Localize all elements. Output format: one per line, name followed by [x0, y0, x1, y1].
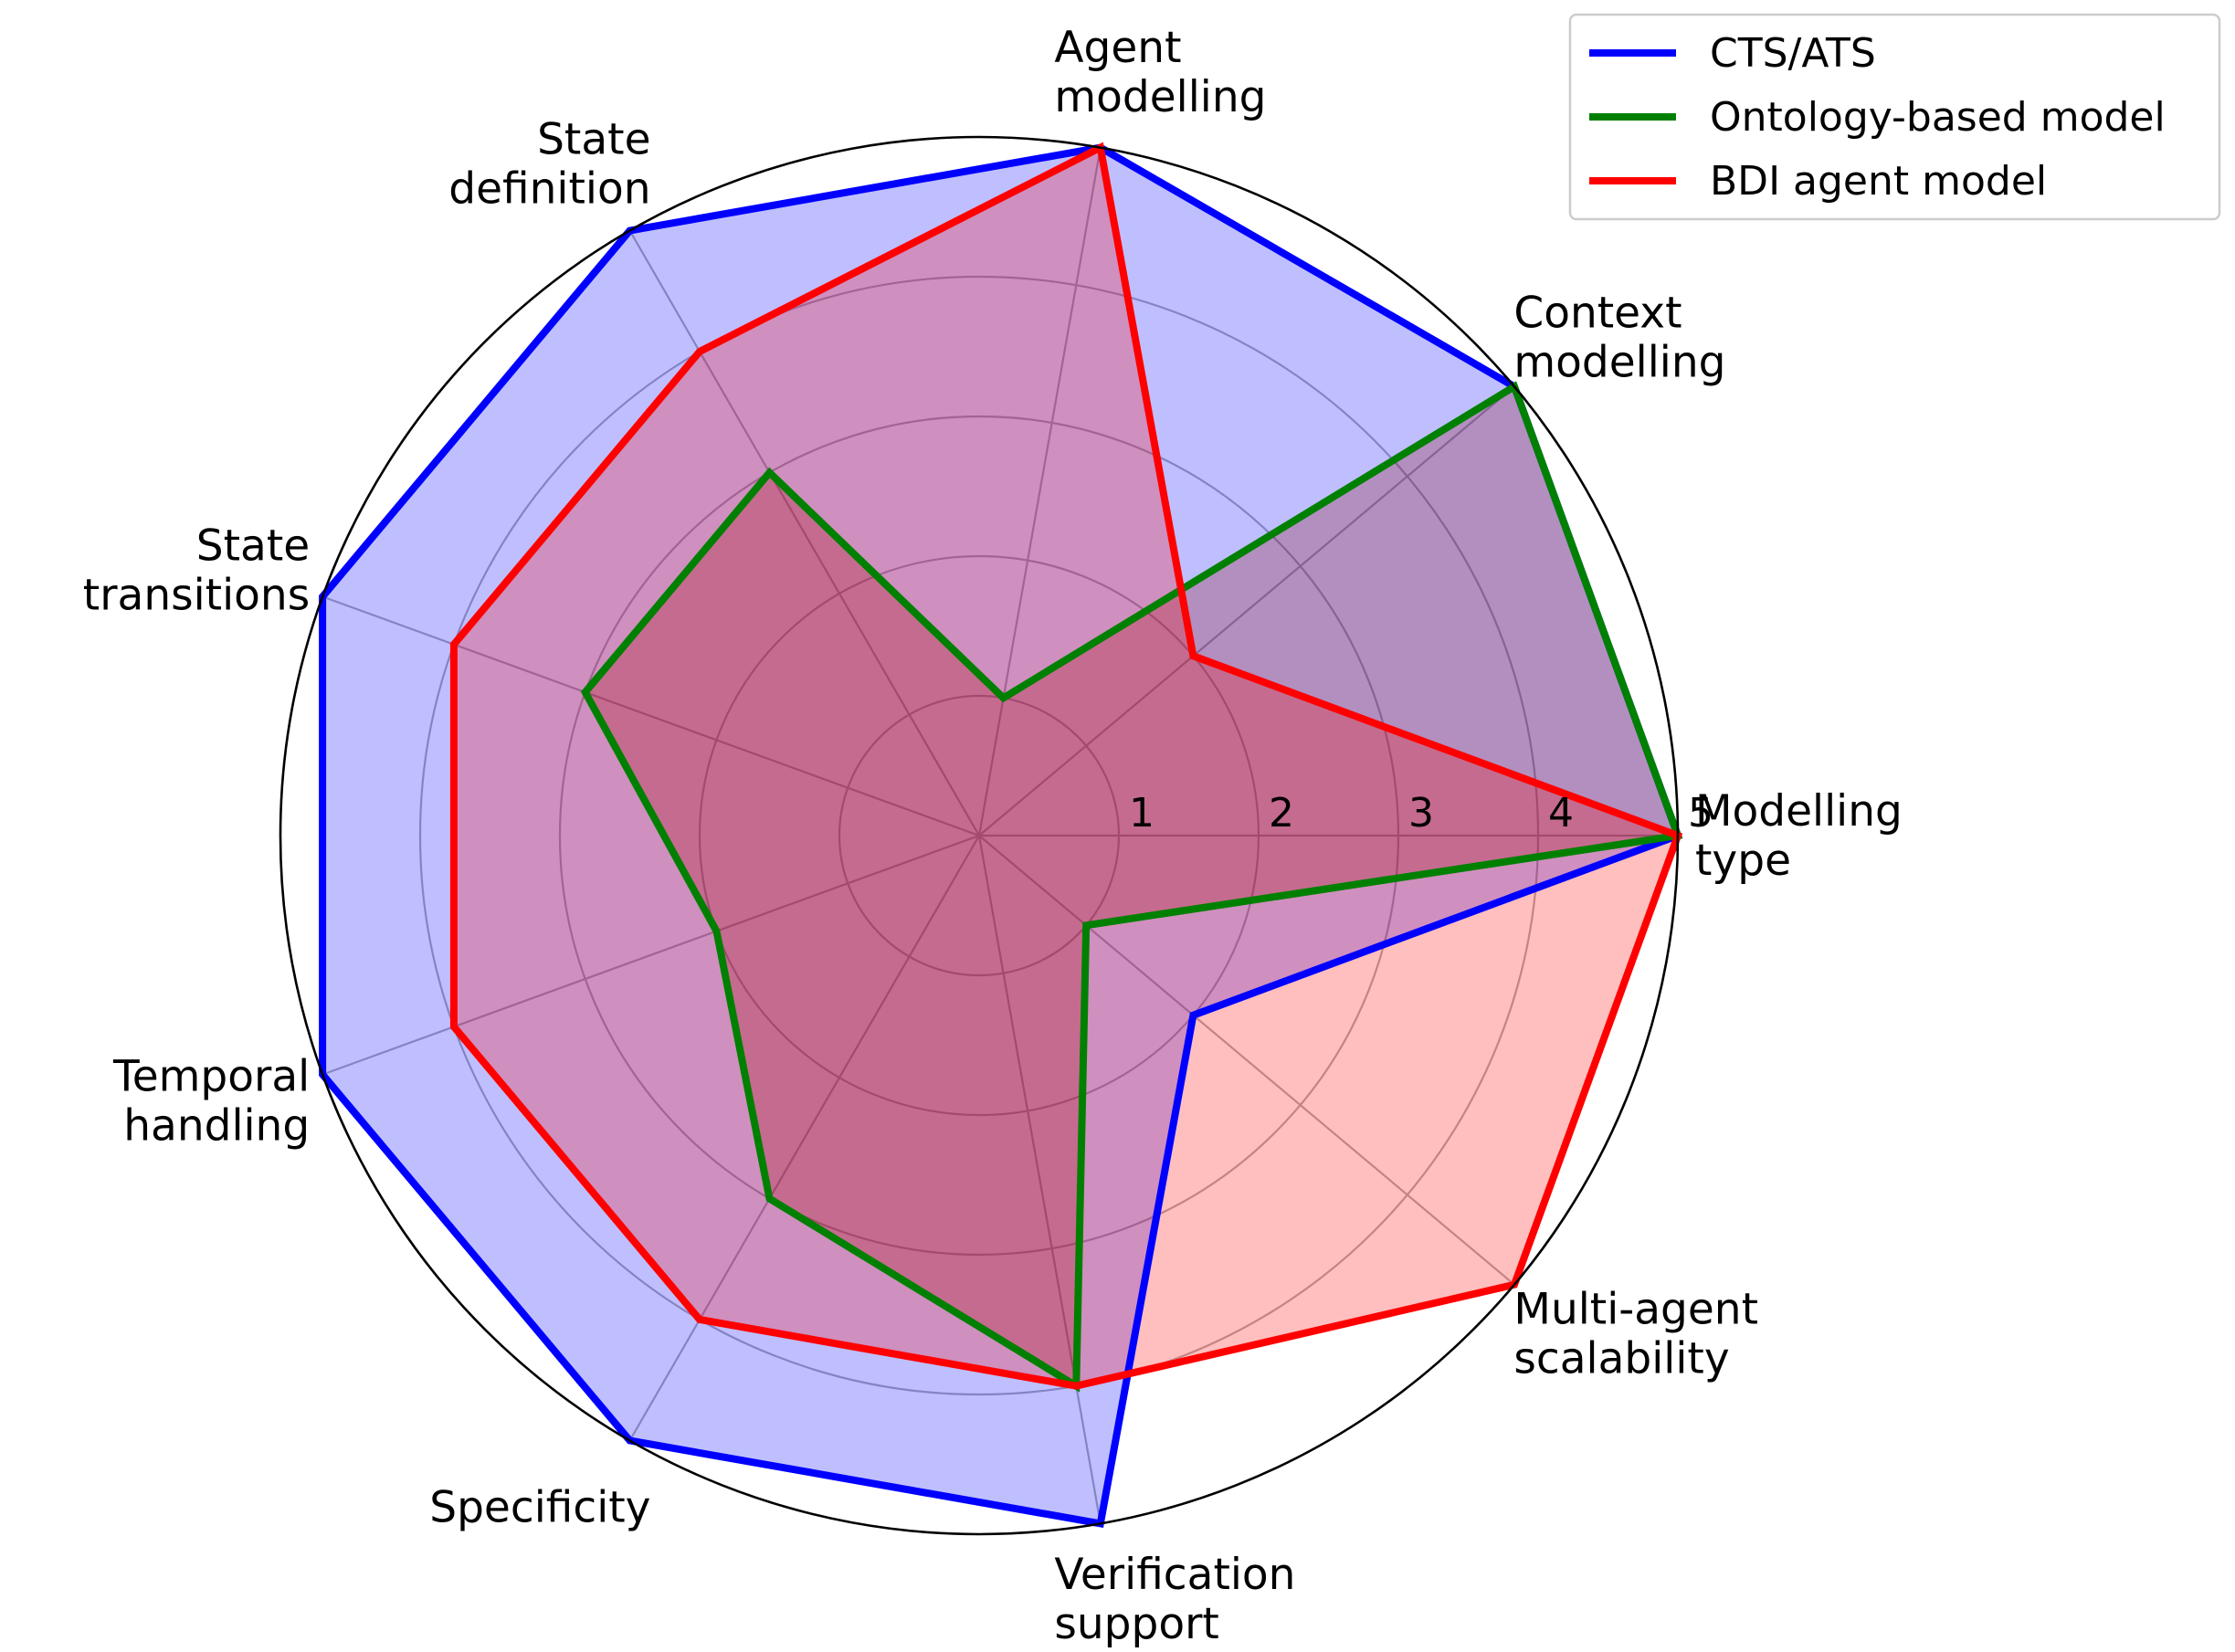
- outer-frame: [279, 135, 1680, 1536]
- axis-label-5-line-2: transitions: [83, 571, 310, 621]
- axis-label-9-line-2: scalability: [1513, 1334, 1729, 1384]
- axis-label-2-line-1: Context: [1513, 288, 1682, 338]
- grid-spoke-4: [628, 229, 980, 837]
- axis-label-8-line-2: support: [1054, 1599, 1218, 1649]
- legend-box: [1568, 13, 2221, 221]
- grid-spoke-3: [977, 147, 1102, 837]
- grid-spoke-5: [322, 595, 980, 837]
- axis-label-3-line-1: Agent: [1054, 23, 1181, 73]
- series-lines: [319, 142, 1683, 1529]
- axis-label-1-line-1: Modelling: [1695, 786, 1903, 837]
- axis-label-5-line-1: State: [196, 521, 310, 572]
- legend-label-1: CTS/ATS: [1710, 30, 1876, 77]
- grid-spoke-7: [628, 835, 980, 1442]
- axis-label-8-line-1: Verification: [1054, 1550, 1295, 1600]
- grid-spoke-6: [322, 834, 980, 1076]
- axis-label-7-line-1: Specificity: [429, 1482, 650, 1532]
- legend-label-2: Ontology-based model: [1710, 94, 2166, 141]
- series-line-3: [449, 142, 1683, 1390]
- axis-label-2-line-2: modelling: [1513, 337, 1725, 387]
- series-line-2: [580, 381, 1683, 1393]
- outer-circle: [279, 135, 1680, 1536]
- tick-label-3: 3: [1408, 790, 1434, 837]
- tick-label-4: 4: [1548, 790, 1574, 837]
- series-line-1: [319, 143, 1683, 1529]
- grid-spoke-9: [978, 835, 1515, 1286]
- axis-label-9-line-1: Multi-agent: [1513, 1285, 1758, 1335]
- tick-label-5: 5: [1688, 790, 1713, 837]
- tick-label-2: 2: [1269, 790, 1294, 837]
- axis-label-7: Specificity: [429, 1482, 650, 1532]
- axis-label-6-line-1: Temporal: [112, 1051, 310, 1101]
- series-fill-2: [585, 386, 1679, 1386]
- tick-label-1: 1: [1129, 790, 1154, 837]
- axis-label-1-line-2: type: [1695, 836, 1791, 886]
- radar-grid: [322, 147, 1678, 1524]
- grid-spoke-2: [978, 385, 1515, 837]
- grid-spoke-8: [977, 835, 1102, 1524]
- axis-label-3-line-2: modelling: [1054, 72, 1266, 122]
- legend-label-3: BDI agent model: [1710, 158, 2047, 205]
- axis-label-6-line-2: handling: [123, 1100, 310, 1151]
- axis-label-4-line-1: State: [537, 115, 650, 165]
- radial-tick-labels: 1 2 3 4 5: [1129, 790, 1713, 837]
- axis-labels: ModellingtypeContextmodellingAgentmodell…: [83, 23, 1903, 1649]
- series-fill-3: [453, 147, 1678, 1386]
- axis-label-4-line-2: definition: [448, 164, 650, 215]
